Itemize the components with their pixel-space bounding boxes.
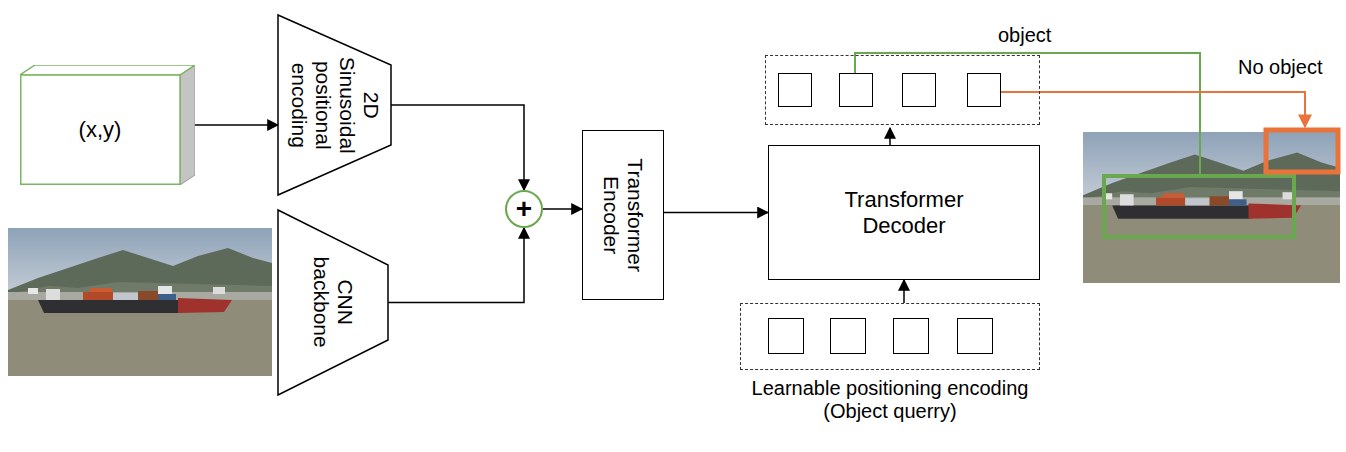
slot-square <box>902 73 936 107</box>
output-photo <box>1083 132 1340 283</box>
node-label: CNN backbone <box>309 248 357 358</box>
object-box <box>1104 176 1294 237</box>
node-label: Learnable positioning encoding (Object q… <box>725 377 1055 423</box>
sum-symbol: + <box>516 195 532 223</box>
node-label: Transformer Decoder <box>824 187 984 238</box>
annotation-label: object <box>996 24 1053 47</box>
query-square <box>830 318 866 354</box>
node-label: 2D Sinusoidal positional encoding <box>286 45 383 165</box>
decoder-box: Transformer Decoder <box>768 145 1040 280</box>
box-face <box>180 65 195 185</box>
prediction-slots <box>765 55 1040 125</box>
query-square <box>768 318 804 354</box>
connector-arrow <box>903 280 905 303</box>
query-square <box>957 318 993 354</box>
input-coordinates-box: (x,y) <box>20 65 195 185</box>
slot-square <box>778 73 812 107</box>
object-query-box: Learnable positioning encoding (Object q… <box>740 303 1040 370</box>
query-square <box>893 318 929 354</box>
sum-node: + <box>505 190 543 228</box>
no-object-leader <box>1001 92 1305 127</box>
trapezoid-shape <box>278 15 391 195</box>
encoder-box: Transformer Encoder <box>582 130 664 300</box>
connector-arrow <box>543 208 582 210</box>
output-arrow <box>889 128 891 145</box>
connector-arrow <box>388 228 524 303</box>
positional-encoding-block: 2D Sinusoidal positional encoding <box>278 15 391 195</box>
node-label: (x,y) <box>79 117 122 142</box>
connector-arrow <box>391 105 524 190</box>
input-photo <box>8 228 272 376</box>
trapezoid-shape <box>278 210 388 395</box>
annotation-label: No object <box>1236 56 1325 79</box>
slot-square <box>839 73 873 107</box>
node-label: Transformer Encoder <box>599 140 647 290</box>
slot-square <box>967 73 1001 107</box>
cnn-backbone-block: CNN backbone <box>278 210 388 395</box>
connector-arrow <box>195 124 278 126</box>
connector-arrow <box>664 212 768 214</box>
box-face <box>20 65 195 75</box>
box-face <box>21 75 180 184</box>
no-object-box <box>1266 130 1338 172</box>
